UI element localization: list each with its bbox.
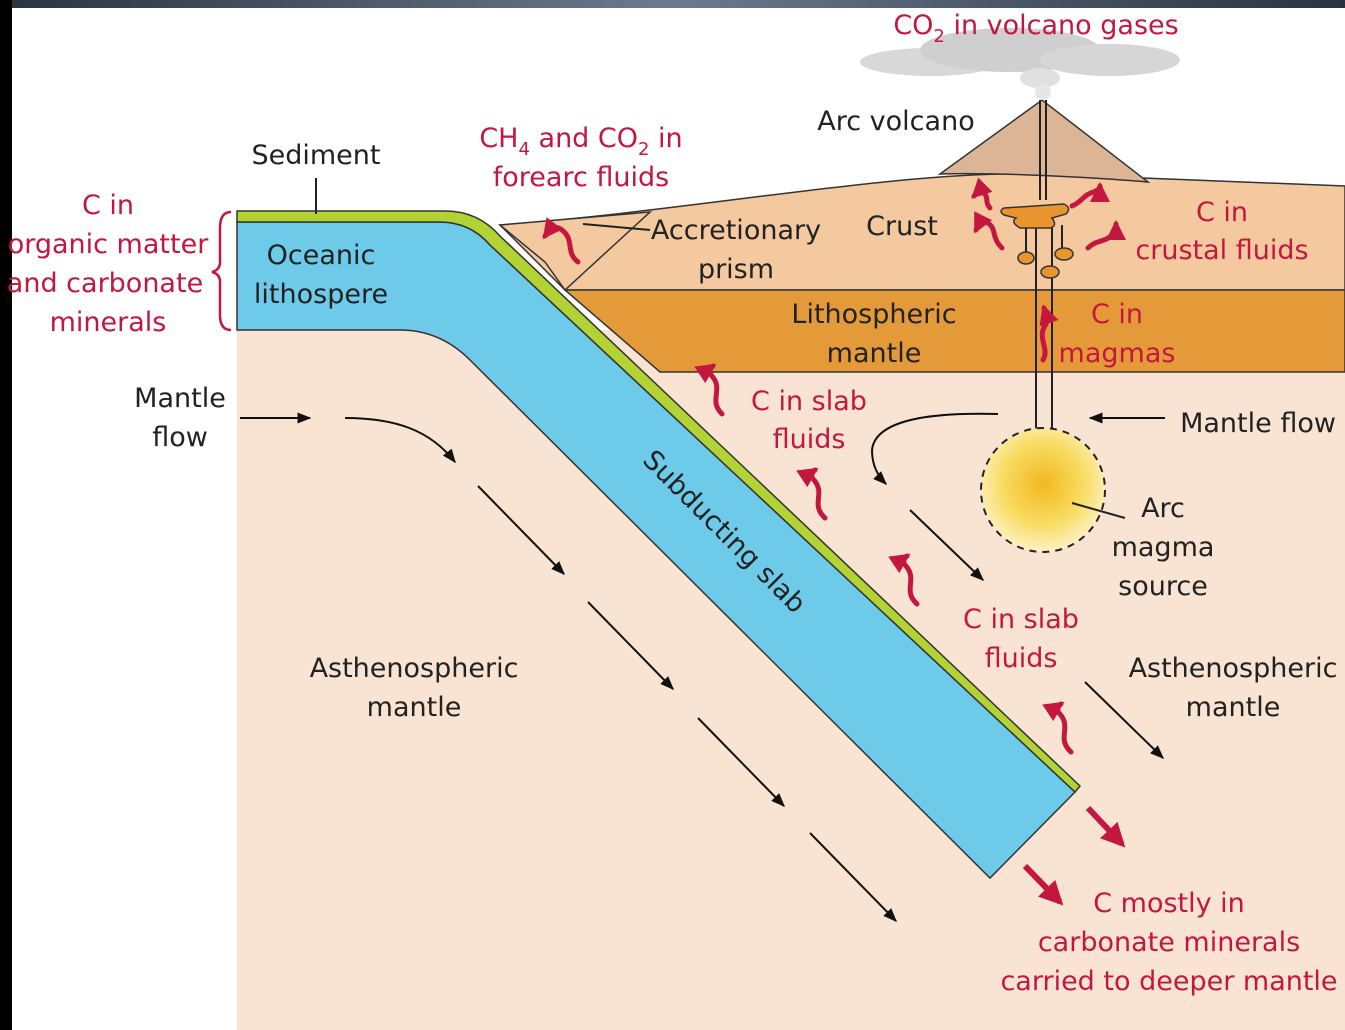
asthenospheric-left-label: Asthenospheric: [310, 653, 519, 684]
slab-fluids-upper-label: fluids: [773, 424, 846, 455]
magma-blob: [1055, 248, 1073, 260]
left-edge-strip: [0, 0, 12, 1030]
mantle-flow-left-label-2: flow: [152, 422, 208, 453]
top-photo-strip: [0, 0, 1345, 8]
arc-label: Arc: [1141, 493, 1185, 524]
forearc-fluids-label: forearc fluids: [493, 162, 669, 193]
sediment-label: Sediment: [251, 140, 380, 171]
source-label: source: [1118, 571, 1208, 602]
arc-volcano-label: Arc volcano: [817, 106, 974, 137]
crustal-fluids-label: crustal fluids: [1135, 235, 1308, 266]
carbonate-minerals-label: carbonate minerals: [1038, 927, 1300, 958]
minerals-label: minerals: [50, 307, 167, 338]
lithosphere-label: lithospere: [254, 279, 388, 310]
magma-label: magma: [1112, 532, 1215, 563]
asthenospheric-left-mantle-label: mantle: [367, 692, 462, 723]
asthenospheric-right-label: Asthenospheric: [1129, 653, 1338, 684]
crust-label: Crust: [866, 211, 938, 242]
prism-label: prism: [698, 254, 774, 285]
organic-matter-brace: [212, 212, 231, 330]
magma-blob: [1018, 252, 1034, 264]
organic-matter-label: organic matter: [8, 229, 210, 260]
mantle-flow-left-label: Mantle: [134, 383, 226, 414]
c-in-slab-fluids-lower-label: C in slab: [963, 604, 1079, 635]
and-carbonate-label: and carbonate: [7, 268, 203, 299]
lithospheric-mantle-label: mantle: [827, 338, 922, 369]
c-in-magmas-label: C in: [1091, 299, 1143, 330]
magmas-label: magmas: [1059, 338, 1176, 369]
oceanic-label: Oceanic: [267, 240, 376, 271]
slab-fluids-lower-label: fluids: [985, 643, 1058, 674]
deeper-mantle-label: carried to deeper mantle: [1000, 966, 1337, 997]
c-in-crustal-label: C in: [1196, 197, 1248, 228]
c-in-label: C in: [82, 190, 134, 221]
asthenospheric-right-mantle-label: mantle: [1186, 692, 1281, 723]
ch4-co2-label: CH4 and CO2 in: [479, 123, 682, 160]
magma-blob: [1041, 266, 1059, 278]
c-mostly-label: C mostly in: [1093, 888, 1245, 919]
arc-magma-source: [981, 428, 1105, 552]
c-in-slab-fluids-upper-label: C in slab: [751, 386, 867, 417]
mantle-flow-right-label: Mantle flow: [1180, 408, 1336, 439]
lithospheric-label: Lithospheric: [791, 299, 956, 330]
accretionary-label: Accretionary: [651, 215, 821, 246]
